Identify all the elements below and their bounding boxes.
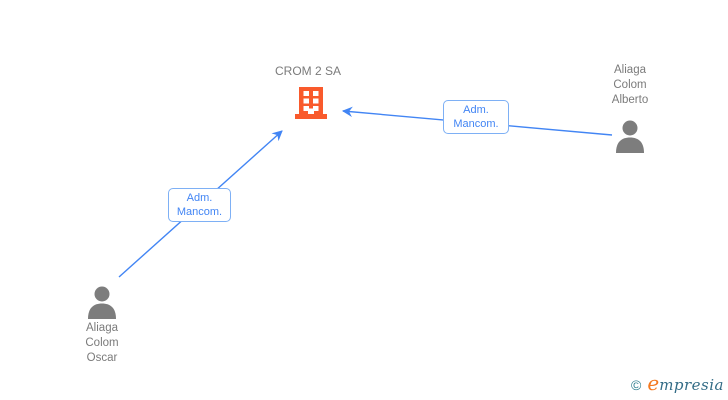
edge-label-text: Adm. Mancom. <box>176 192 223 218</box>
edge-label-adm-mancom-oscar[interactable]: Adm. Mancom. <box>168 188 231 222</box>
person-node-label-oscar: Aliaga Colom Oscar <box>85 322 119 364</box>
person-node-oscar[interactable] <box>85 285 119 324</box>
brand-name: mpresia <box>659 376 724 394</box>
company-node[interactable] <box>293 85 329 126</box>
person-node-alberto[interactable] <box>613 119 647 158</box>
edge-label-text: Adm. Mancom. <box>453 104 499 130</box>
person-icon <box>85 286 119 323</box>
empresia-logo[interactable]: © e mpresia <box>631 371 724 395</box>
edge-label-adm-mancom-alberto[interactable]: Adm. Mancom. <box>443 100 509 134</box>
company-node-label: CROM 2 SA <box>274 64 341 78</box>
building-icon <box>293 87 329 125</box>
person-icon <box>613 120 647 157</box>
copyright-icon: © <box>631 377 642 393</box>
brand-initial: e <box>647 371 660 395</box>
person-node-label-alberto: Aliaga Colom Alberto <box>611 64 649 106</box>
